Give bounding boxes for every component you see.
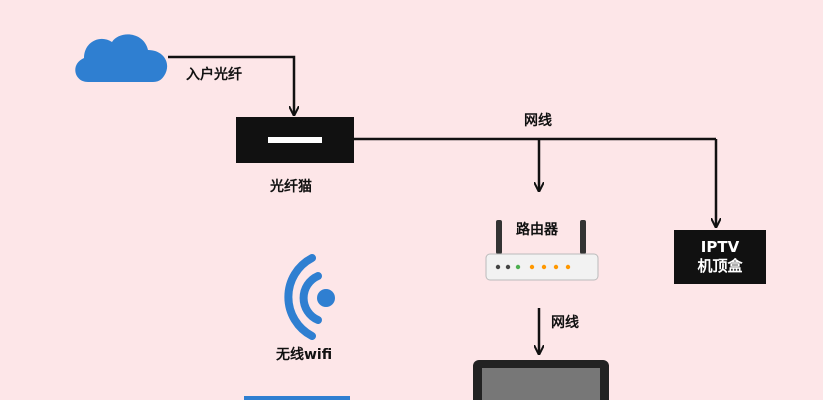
fiber-connector: [168, 55, 294, 114]
iptv-label-line2: 机顶盒: [697, 257, 743, 275]
fiber-in-label: 入户光纤: [186, 67, 242, 83]
wifi-label: 无线wifi: [276, 347, 333, 363]
wifi-icon: [284, 254, 335, 340]
ethernet-bottom-label: 网线: [551, 315, 579, 331]
iptv-box: IPTV 机顶盒: [674, 230, 766, 284]
modem-label: 光纤猫: [270, 179, 312, 195]
modem-icon: [236, 117, 354, 163]
cloud-icon: [75, 34, 168, 82]
bottom-bar: [244, 396, 350, 400]
iptv-label-line1: IPTV: [700, 238, 740, 257]
ethernet-top-label: 网线: [524, 113, 552, 129]
monitor-icon: [473, 360, 609, 400]
router-icon: [485, 220, 599, 281]
router-label: 路由器: [516, 222, 558, 238]
